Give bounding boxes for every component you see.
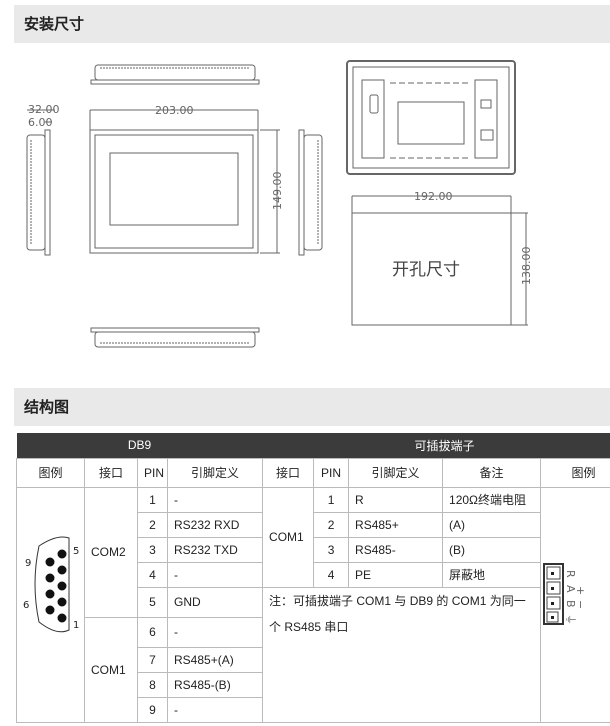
svg-text:+: + xyxy=(574,586,587,595)
cutout-label: 开孔尺寸 xyxy=(392,260,460,280)
svg-text:B: B xyxy=(564,600,577,608)
db9-pin: 6 xyxy=(137,616,168,648)
db9-def: - xyxy=(166,486,264,513)
db9-pin: 2 xyxy=(137,511,168,538)
section-header-install: 安装尺寸 xyxy=(14,5,610,43)
back-view xyxy=(346,60,516,175)
col-header: 图例 xyxy=(540,457,610,488)
cutout-height-label: 138.00 xyxy=(520,247,533,286)
col-header: 引脚定义 xyxy=(348,457,444,488)
cutout-width-label: 192.00 xyxy=(414,190,453,203)
top-view xyxy=(90,64,260,85)
col-header: 接口 xyxy=(262,457,315,488)
db9-diagram: 9 5 6 1 xyxy=(16,486,85,723)
col-header: 引脚定义 xyxy=(166,457,264,488)
footnote: 注：可插拔端子 COM1 与 DB9 的 COM1 为同一个 RS485 串口 xyxy=(262,586,542,723)
width-label: 203.00 xyxy=(155,104,194,117)
col-header: 备注 xyxy=(442,457,542,488)
db9-def: - xyxy=(166,616,264,648)
db9-pin: 8 xyxy=(137,671,168,698)
svg-text:1: 1 xyxy=(73,620,79,631)
section-header-structure: 结构图 xyxy=(14,388,610,426)
db9-pin: 1 xyxy=(137,486,168,513)
svg-text:5: 5 xyxy=(73,546,79,557)
db9-pin: 9 xyxy=(137,696,168,723)
terminal-def: R xyxy=(348,486,444,513)
terminal-title: 可插拔端子 xyxy=(262,433,610,458)
bezel-label: 6.00 xyxy=(28,116,53,129)
db9-def: - xyxy=(166,696,264,723)
svg-text:−: − xyxy=(574,600,587,609)
db9-def: RS485+(A) xyxy=(166,646,264,673)
height-label: 149.00 xyxy=(271,172,284,211)
db9-def: RS232 TXD xyxy=(166,536,264,563)
svg-text:A: A xyxy=(564,585,577,593)
front-view: 203.00 149.00 xyxy=(89,104,284,254)
db9-def: - xyxy=(166,561,264,588)
left-side-view: 32.00 6.00 xyxy=(26,103,60,256)
terminal-note: 120Ω终端电阻 xyxy=(442,486,542,513)
db9-pin: 3 xyxy=(137,536,168,563)
col-header: 接口 xyxy=(84,457,138,488)
svg-text:6: 6 xyxy=(23,600,29,611)
depth-label: 32.00 xyxy=(28,103,60,116)
db9-def: RS232 RXD xyxy=(166,511,264,538)
db9-title: DB9 xyxy=(16,433,263,458)
col-header: PIN xyxy=(137,457,168,488)
svg-text:⏚: ⏚ xyxy=(564,614,577,625)
db9-port-com1: COM1 xyxy=(84,616,138,723)
terminal-def: RS485- xyxy=(348,536,444,563)
terminal-pin: 4 xyxy=(313,561,350,588)
db9-pin: 4 xyxy=(137,561,168,588)
terminal-pin: 1 xyxy=(313,486,350,513)
db9-port-com2: COM2 xyxy=(84,486,138,618)
terminal-port: COM1 xyxy=(262,486,315,588)
terminal-note: (A) xyxy=(442,511,542,538)
terminal-pin: 2 xyxy=(313,511,350,538)
terminal-note: (B) xyxy=(442,536,542,563)
col-header: 图例 xyxy=(16,457,85,488)
db9-pin: 7 xyxy=(137,646,168,673)
cutout-view: 192.00 138.00 开孔尺寸 xyxy=(351,190,533,326)
col-header: PIN xyxy=(313,457,350,488)
dimension-drawings: 32.00 6.00 203.00 149.00 192.00 138.00 开… xyxy=(26,60,533,348)
db9-pin: 5 xyxy=(137,586,168,618)
right-side-view xyxy=(298,129,323,256)
terminal-note: 屏蔽地 xyxy=(442,561,542,588)
svg-text:R: R xyxy=(564,570,577,578)
db9-def: RS485-(B) xyxy=(166,671,264,698)
bottom-view xyxy=(90,327,260,348)
terminal-def: RS485+ xyxy=(348,511,444,538)
db9-def: GND xyxy=(166,586,264,618)
terminal-pin: 3 xyxy=(313,536,350,563)
db9-pins xyxy=(45,549,67,622)
svg-text:9: 9 xyxy=(25,558,31,569)
terminal-diagram: R A B ⏚ + − xyxy=(540,486,610,723)
terminal-def: PE xyxy=(348,561,444,588)
